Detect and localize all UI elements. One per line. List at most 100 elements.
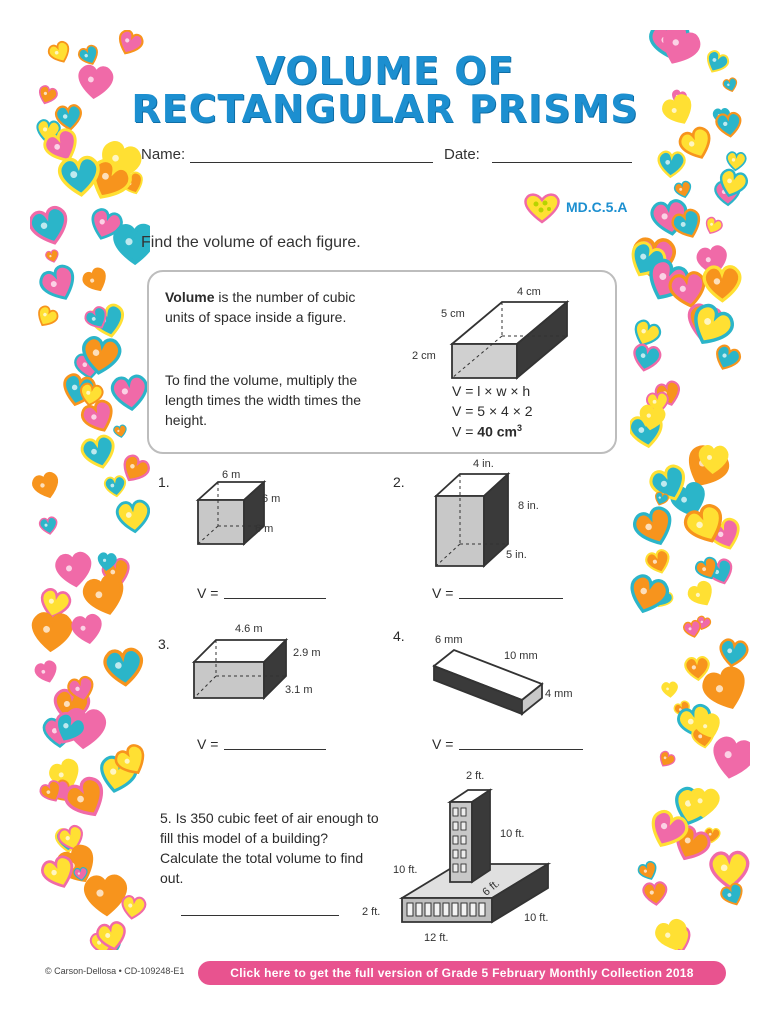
heart-icon — [713, 736, 750, 779]
heart-icon — [80, 434, 115, 469]
heart-icon — [57, 155, 100, 197]
page-title-line1: VOLUME OF — [255, 49, 515, 93]
definition-rest: is the number of cubic units of space in… — [165, 289, 356, 325]
heart-icon — [657, 150, 686, 179]
heart-icon — [716, 344, 742, 370]
heart-icon — [114, 744, 145, 774]
question-5-text: 5. Is 350 cubic feet of air enough to fi… — [160, 810, 379, 886]
definition-term: Volume — [165, 289, 215, 305]
heart-icon — [55, 551, 92, 588]
heart-icon — [123, 454, 150, 482]
full-version-link[interactable]: Click here to get the full version of Gr… — [198, 961, 726, 985]
heart-icon — [80, 399, 113, 432]
heart-icon — [57, 825, 83, 851]
example-prism — [449, 300, 570, 380]
building-model — [398, 788, 552, 924]
problem-2-prism — [433, 471, 511, 569]
heart-icon — [34, 660, 57, 683]
heart-icon — [79, 382, 104, 407]
heart-icon — [113, 223, 150, 266]
heart-icon — [45, 249, 59, 263]
formula-result: V = 40 cm3 — [452, 423, 522, 440]
question-5-answer-field[interactable] — [181, 915, 339, 916]
heart-icon — [38, 516, 58, 535]
problem-2-answer-field[interactable] — [459, 598, 563, 599]
definition-text: Volume is the number of cubic units of s… — [165, 287, 375, 327]
heart-icon — [39, 264, 75, 300]
heart-icon — [684, 656, 710, 682]
problem-2-number: 2. — [393, 474, 405, 490]
problem-1-label-top: 6 m — [222, 469, 241, 481]
heart-icon — [40, 588, 72, 619]
formula-general: V = l × w × h — [452, 383, 531, 399]
heart-icon — [38, 305, 59, 327]
instructions: Find the volume of each figure. — [141, 234, 361, 251]
heart-icon — [91, 208, 123, 240]
formula-result-value: 40 cm — [477, 423, 517, 440]
problem-3-label-right: 2.9 m — [293, 647, 321, 659]
formula-result-exponent: 3 — [517, 423, 523, 433]
method-text: To find the volume, multiply the length … — [165, 372, 362, 428]
heart-icon — [698, 445, 729, 475]
heart-icon — [719, 638, 749, 668]
problem-2-label-top: 4 in. — [473, 458, 494, 470]
heart-icon — [633, 343, 662, 372]
heart-icon — [634, 319, 662, 347]
heart-border-left — [30, 30, 150, 950]
date-field[interactable] — [492, 162, 632, 163]
heart-icon — [720, 882, 743, 906]
problem-1-label-right: 6 m — [262, 493, 281, 505]
heart-icon — [39, 780, 61, 802]
building-label-base-width: 10 ft. — [524, 912, 549, 924]
date-label: Date: — [444, 146, 480, 163]
problem-2-label-right: 8 in. — [518, 500, 539, 512]
formula-result-prefix: V = — [452, 423, 478, 440]
heart-icon — [524, 193, 560, 224]
example-width-label: 5 cm — [441, 308, 465, 320]
problem-4-prism — [432, 648, 544, 716]
heart-icon — [661, 681, 678, 698]
heart-icon — [115, 499, 150, 534]
heart-icon — [715, 111, 742, 138]
heart-icon — [97, 552, 117, 571]
problem-3-number: 3. — [158, 636, 170, 652]
heart-icon — [47, 40, 70, 63]
heart-icon — [73, 867, 88, 881]
page-title-line2: RECTANGULAR PRISMS — [131, 87, 639, 131]
heart-icon — [633, 506, 672, 546]
heart-icon — [689, 788, 720, 818]
heart-icon — [54, 104, 82, 131]
problem-4-label-length: 10 mm — [504, 650, 538, 662]
problem-3-answer-field[interactable] — [224, 749, 326, 750]
heart-icon — [705, 216, 723, 235]
heart-icon — [659, 750, 676, 767]
problem-1-label-height: 6 m — [255, 523, 274, 535]
heart-icon — [683, 619, 701, 638]
heart-icon — [103, 647, 144, 687]
heart-icon — [82, 336, 122, 375]
heart-icon — [118, 30, 144, 55]
copyright-text: © Carson-Dellosa • CD-109248-E1 — [45, 966, 185, 976]
heart-icon — [649, 464, 685, 501]
problem-4-answer-field[interactable] — [459, 749, 583, 750]
heart-icon — [655, 918, 687, 950]
building-label-base-depth: 10 ft. — [393, 864, 418, 876]
name-field[interactable] — [190, 162, 433, 163]
problem-4-label-width: 6 mm — [435, 634, 463, 646]
problem-2-answer-label: V = — [432, 585, 454, 601]
problem-1-answer-field[interactable] — [224, 598, 326, 599]
heart-icon — [671, 208, 701, 238]
heart-icon — [645, 549, 670, 574]
problem-3-label-top: 4.6 m — [235, 623, 263, 635]
problem-1-answer-label: V = — [197, 585, 219, 601]
heart-icon — [49, 758, 79, 789]
heart-icon — [637, 860, 657, 880]
example-length-label: 4 cm — [517, 286, 541, 298]
heart-icon — [103, 475, 127, 498]
heart-icon — [41, 855, 74, 888]
heart-border-right — [630, 30, 750, 950]
heart-icon — [82, 267, 106, 292]
heart-icon — [31, 612, 73, 653]
heart-icon — [694, 303, 734, 345]
problem-1-number: 1. — [158, 474, 170, 490]
